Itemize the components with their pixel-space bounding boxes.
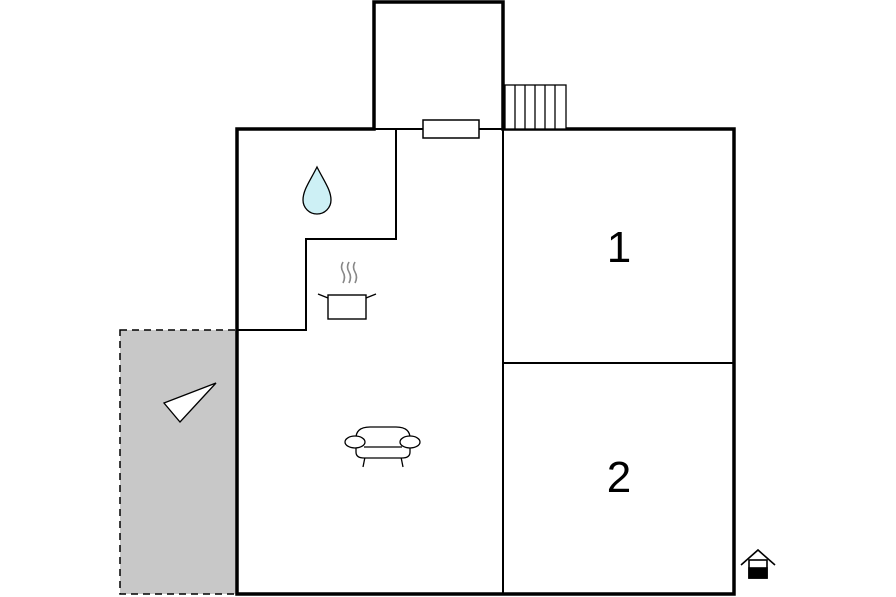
bedroom-1-label: 1 [607,223,631,272]
cooking-pot-icon [317,261,377,320]
bedroom-2-label: 2 [607,453,631,502]
sofa-icon [344,426,421,468]
outer-walls [235,0,736,596]
water-drop-icon [302,165,332,215]
house-entrance-icon [740,548,776,579]
window-marker [422,119,480,139]
terrace-area [119,329,238,595]
sunshade-icon [162,382,217,423]
stairs [504,84,567,130]
interior-walls [237,128,734,594]
